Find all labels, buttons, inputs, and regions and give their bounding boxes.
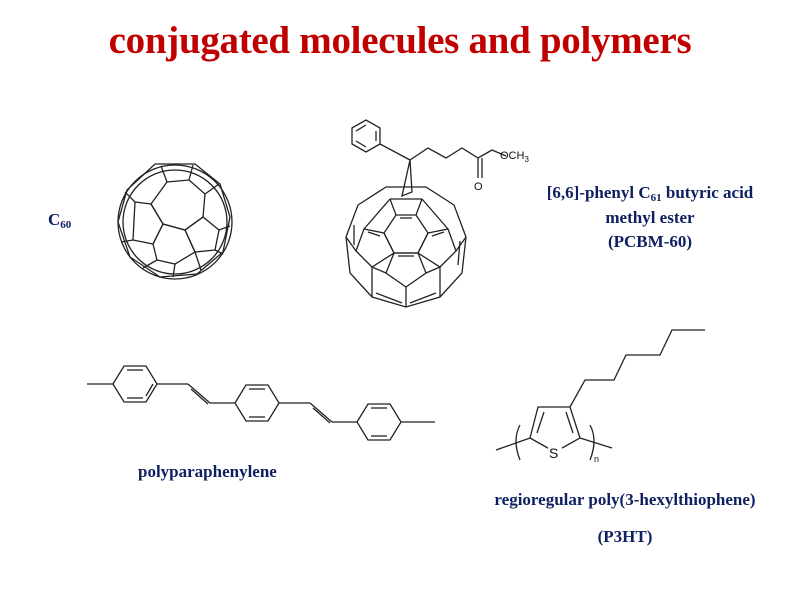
pcbm-name-line1-post: butyric acid (661, 183, 754, 202)
carbonyl-oxygen: O (474, 181, 483, 193)
pcbm-name: [6,6]-phenyl C61 butyric acid methyl est… (520, 183, 780, 227)
repeat-unit-n: n (594, 454, 599, 464)
p3ht-abbrev: (P3HT) (597, 527, 653, 546)
pcbm-name-line1-sub: 61 (650, 192, 662, 204)
c60-label-sub: 60 (60, 219, 72, 231)
sulfur-atom: S (549, 445, 558, 461)
ester-group-sub: 3 (524, 155, 529, 164)
p3ht-name: regioregular poly(3-hexylthiophene) (494, 490, 756, 509)
slide-title: conjugated molecules and polymers (108, 19, 692, 62)
ester-group: OCH (500, 150, 525, 162)
c60-label-main: C (48, 210, 61, 229)
pcbm-name-line1-pre: [6,6]-phenyl C (546, 183, 651, 202)
svg-text:OCH3: OCH3 (500, 150, 529, 164)
pcbm-abbrev: (PCBM-60) (607, 232, 693, 251)
pcbm-name-line2: methyl ester (605, 208, 695, 227)
ppv-label: polyparaphenylene (138, 462, 277, 481)
c60-label: C60 (48, 210, 71, 231)
